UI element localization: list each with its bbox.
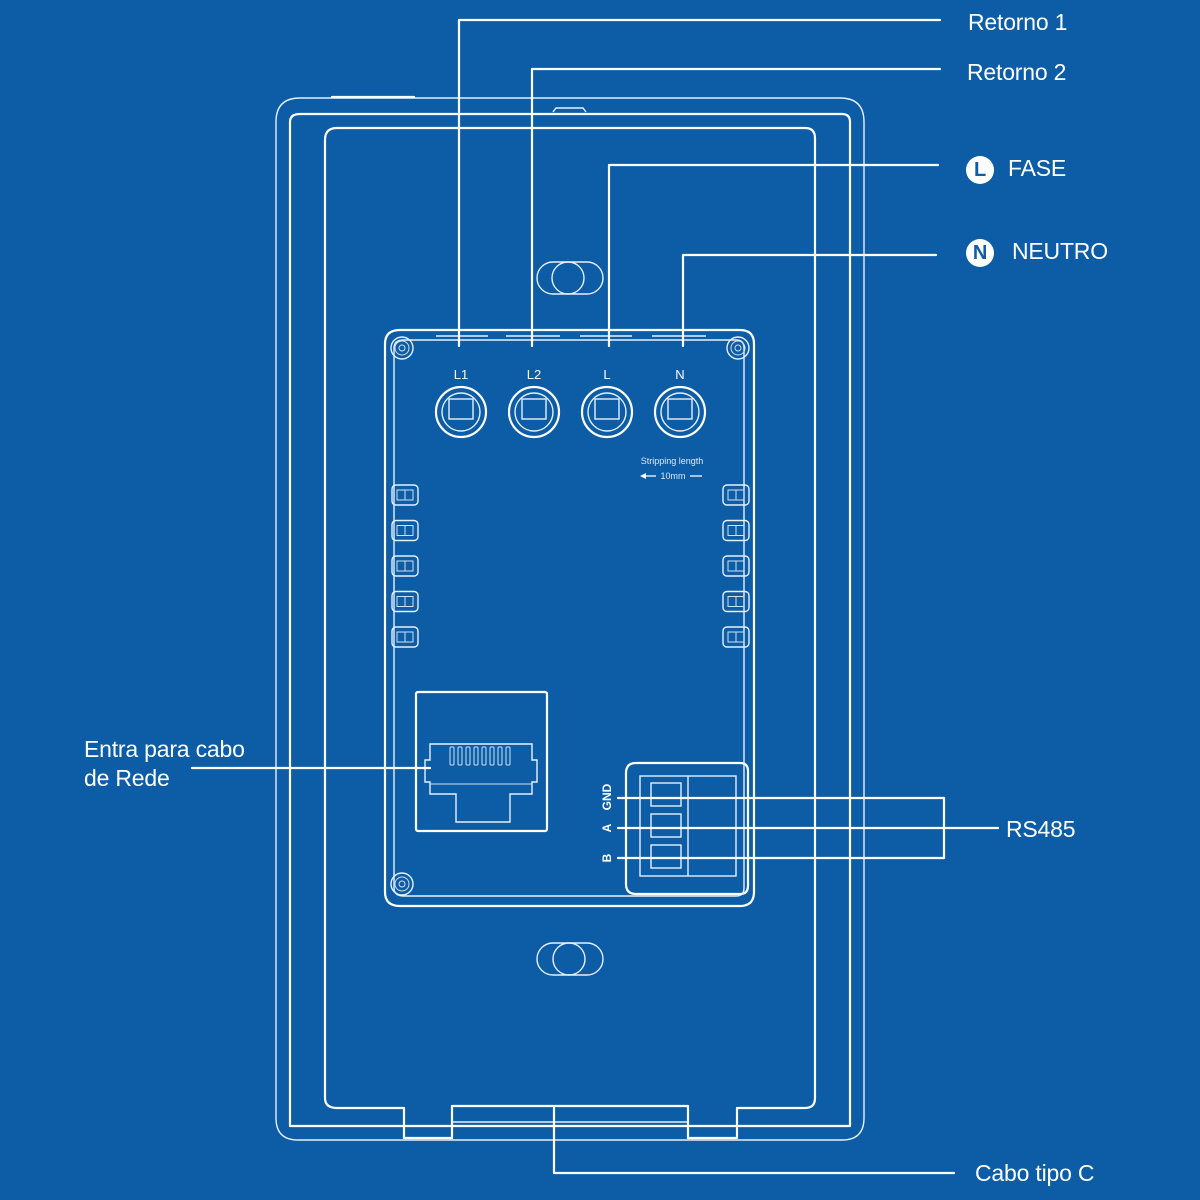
side-clip — [722, 555, 750, 577]
screw-icon — [726, 336, 750, 360]
callout-fase: L FASE — [966, 154, 1066, 184]
side-clip — [391, 519, 419, 542]
callout-fase-label: FASE — [1008, 155, 1067, 181]
terminal-N: N — [653, 367, 707, 439]
rs485-terminal-block: GND A B — [600, 761, 750, 896]
leader-fase — [607, 163, 940, 348]
callout-neutro: N NEUTRO — [966, 237, 1108, 267]
leader-retorno2 — [530, 67, 942, 348]
rj45-contact-pin — [457, 746, 463, 766]
mounting-slot-bottom — [536, 942, 604, 976]
callout-network-line1: Entra para cabo — [84, 736, 245, 762]
screw-icon — [390, 872, 414, 896]
rj45-contact-pin — [489, 746, 495, 766]
neutral-n-icon: N — [966, 238, 994, 267]
phase-l-icon: L — [966, 155, 994, 184]
terminal-L2: L2 — [507, 367, 561, 439]
mounting-slot-top — [536, 261, 604, 295]
terminal-label: L — [603, 367, 610, 382]
leader-neutro — [681, 253, 938, 348]
side-clip — [391, 555, 419, 577]
arrow-left-icon — [640, 473, 646, 479]
rs485-pin-gnd: GND — [600, 783, 614, 810]
rj45-contact-pin — [473, 746, 479, 766]
side-clip — [391, 590, 419, 613]
rj45-contact-pin — [449, 746, 455, 766]
stripping-length-label: Stripping length — [641, 456, 704, 466]
rj45-contact-pin — [505, 746, 511, 766]
side-clip — [722, 626, 750, 648]
side-clip — [391, 484, 419, 506]
terminal-L: L — [580, 367, 634, 439]
terminal-label: L2 — [527, 367, 541, 382]
side-clip — [722, 484, 750, 506]
callout-rs485: RS485 — [1006, 816, 1076, 842]
leader-usb — [552, 1106, 956, 1175]
module-body — [383, 328, 756, 908]
callout-network-line2: de Rede — [84, 765, 170, 791]
side-clip — [391, 626, 419, 648]
leader-lines — [190, 18, 1000, 1175]
stripping-length-value: 10mm — [660, 471, 685, 481]
rj45-port — [414, 690, 549, 833]
side-clip — [722, 590, 750, 613]
stripping-length-note: Stripping length 10mm — [640, 456, 703, 481]
rj45-contact-pin — [465, 746, 471, 766]
switch-inner-plate — [323, 126, 817, 1140]
rs485-pin-a: A — [600, 823, 614, 832]
callout-neutro-label: NEUTRO — [1012, 238, 1108, 264]
leader-retorno1 — [457, 18, 942, 348]
terminal-label: N — [675, 367, 684, 382]
switch-outer-frame — [275, 95, 865, 1141]
side-clip — [722, 519, 750, 542]
side-clips-right — [722, 484, 750, 648]
callout-usb-c: Cabo tipo C — [975, 1160, 1095, 1186]
rj45-contact-pin — [481, 746, 487, 766]
rj45-contact-pin — [497, 746, 503, 766]
terminal-L1: L1 — [434, 367, 488, 439]
rs485-pin-b: B — [600, 853, 614, 862]
side-clips-left — [391, 484, 419, 648]
terminal-label: L1 — [454, 367, 468, 382]
callout-retorno-1: Retorno 1 — [968, 9, 1068, 35]
screw-icon — [390, 336, 414, 360]
callout-retorno-2: Retorno 2 — [967, 59, 1067, 85]
